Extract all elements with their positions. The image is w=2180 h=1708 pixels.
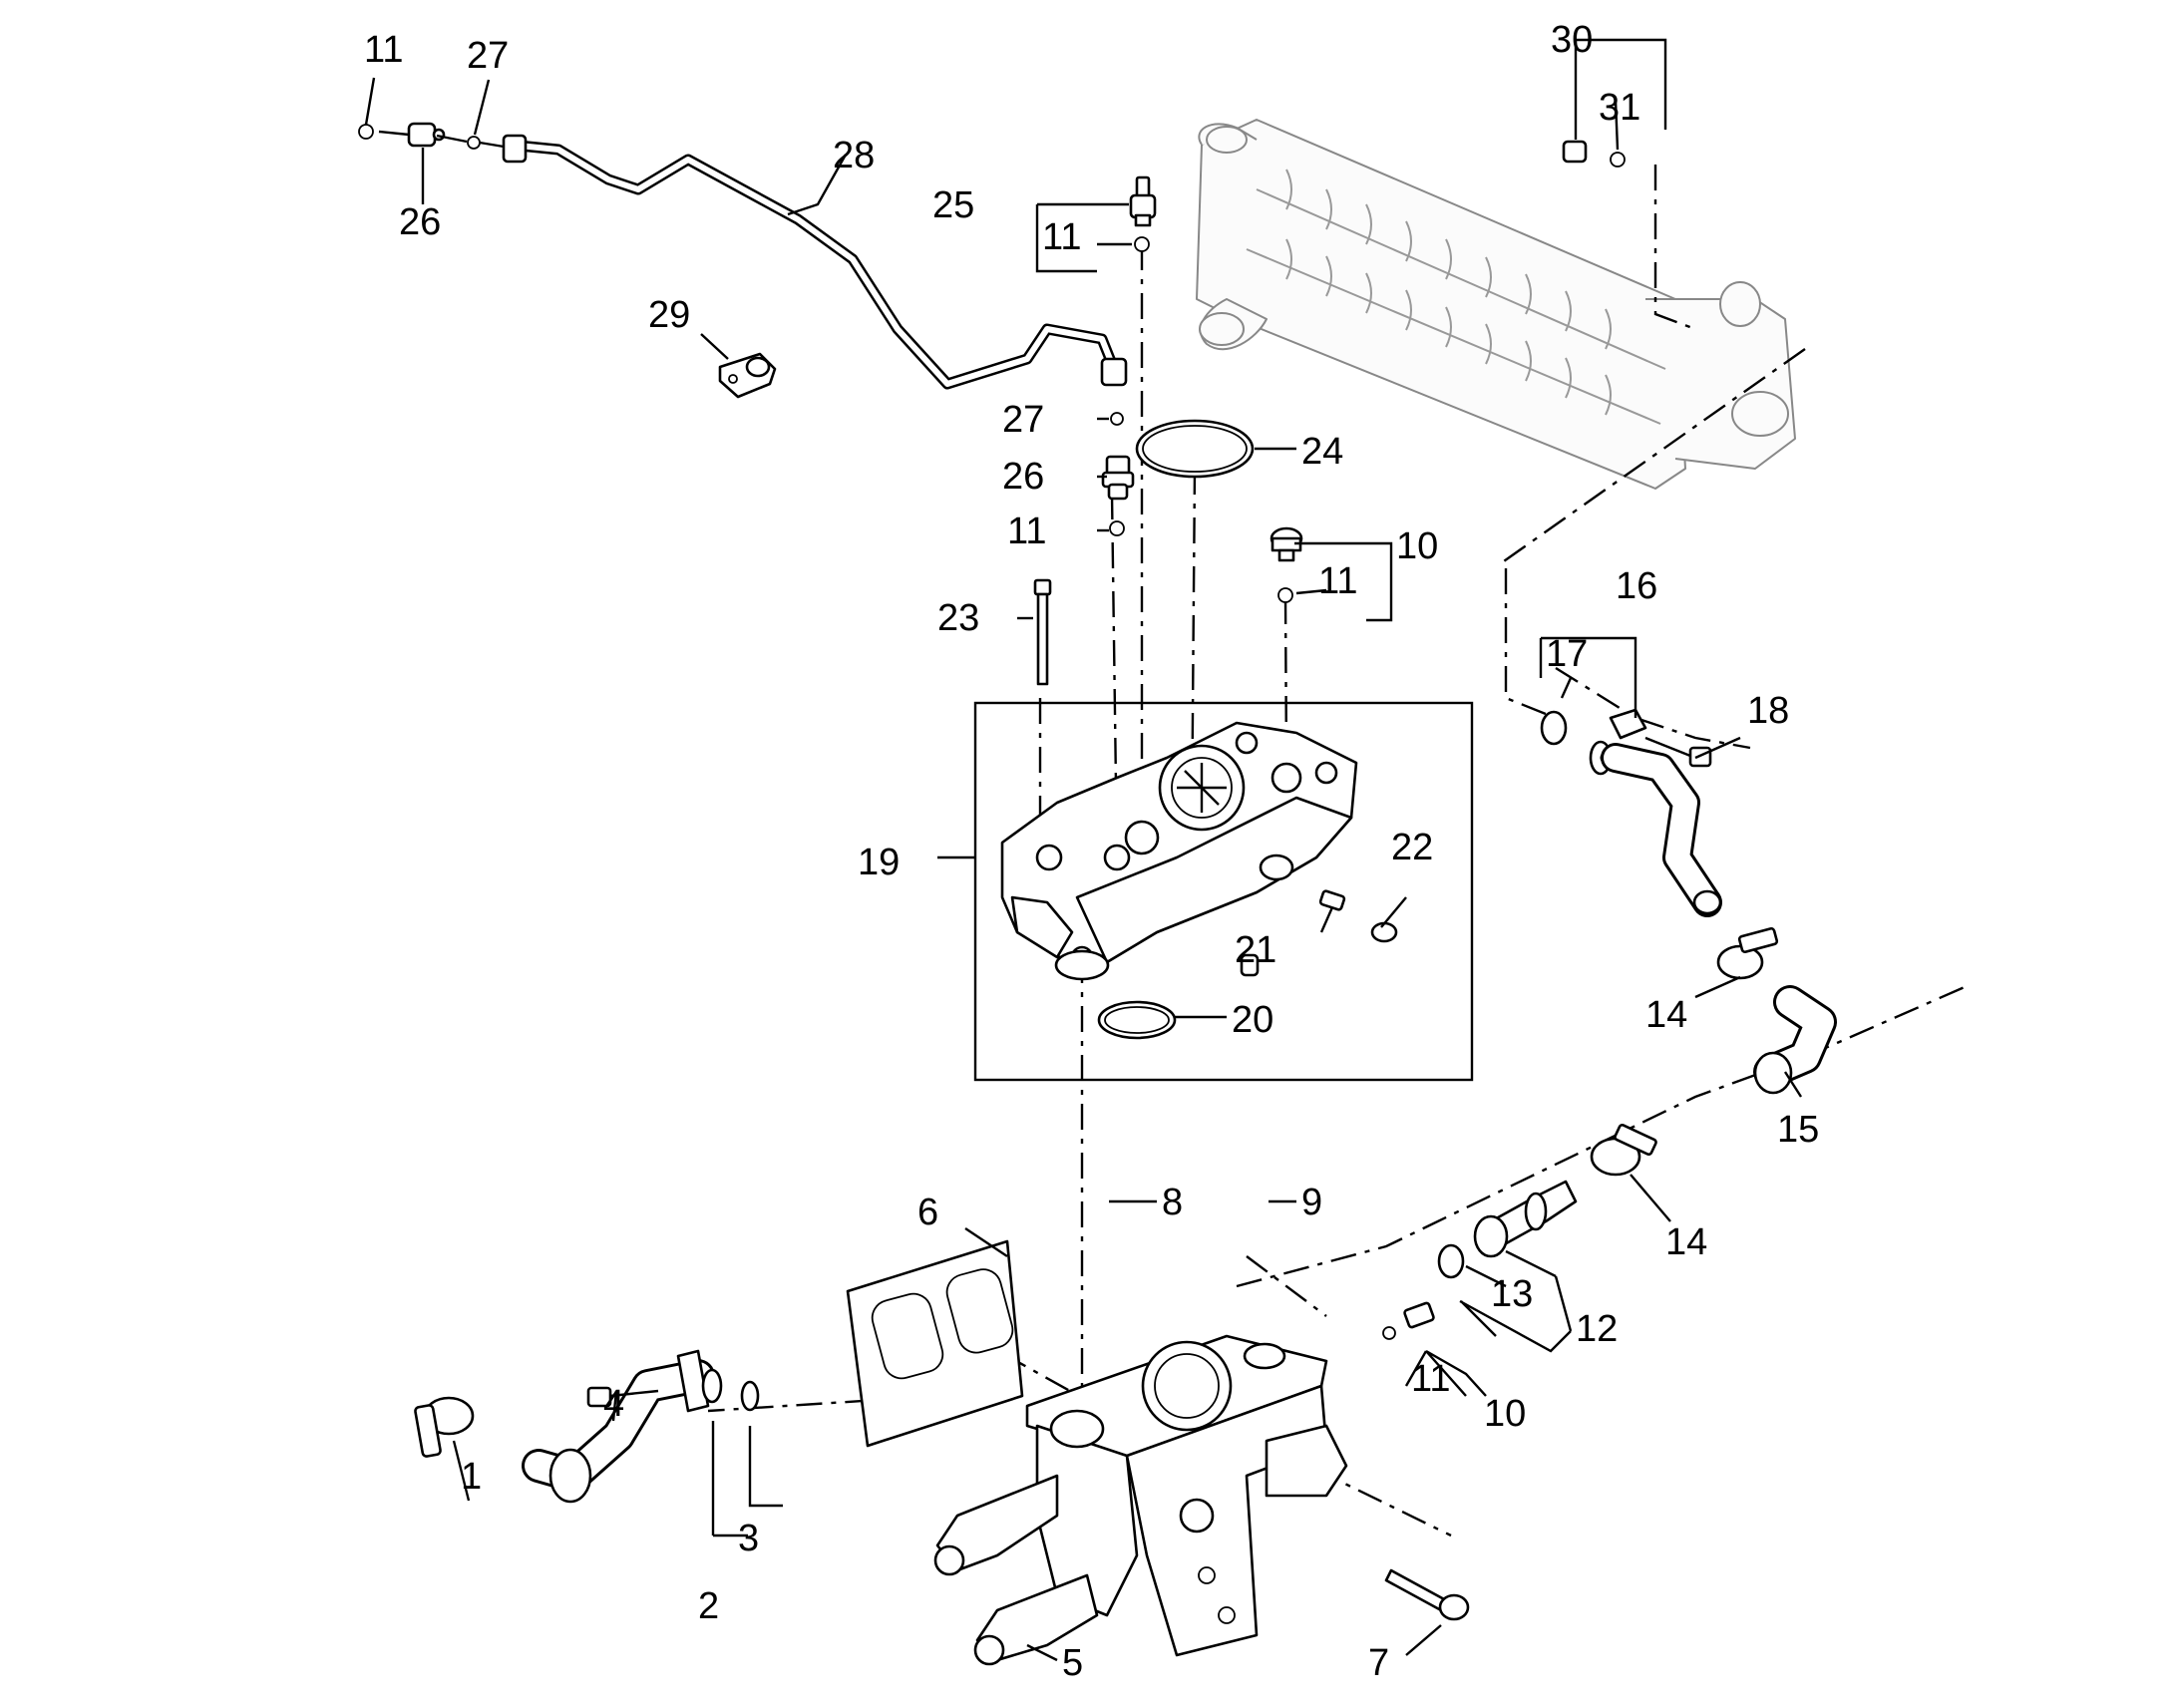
pipe-16 [1589,708,1722,917]
callout-5: 5 [1062,1642,1083,1684]
callout-25: 25 [932,184,974,226]
bolt-7 [1384,1568,1470,1621]
callout-20: 20 [1232,999,1273,1041]
callout-12: 12 [1576,1308,1618,1350]
callout-19: 19 [858,842,900,883]
washer-27-c [1110,412,1124,426]
callout-31: 31 [1599,87,1640,129]
egr-cooler-ghost [1196,119,1796,490]
washer-11-c3 [1277,587,1293,603]
callout-4: 4 [603,1383,624,1425]
pipe-2 [522,1349,723,1504]
oring-13 [1437,1243,1465,1279]
callout-10-top: 10 [1396,525,1438,567]
main-bracket [933,1334,1348,1666]
plug-9 [1240,953,1260,977]
plug-30 [1562,140,1588,164]
callout-10-lower: 10 [1484,1393,1526,1435]
assembly-box-19 [973,701,1474,1082]
pipe-nut-right [1100,357,1128,387]
callout-14-upper: 14 [1645,994,1687,1036]
callout-11-lower: 11 [1411,1358,1450,1400]
callout-11-c2: 11 [1007,511,1046,552]
washer-11-top [358,124,374,140]
callout-18: 18 [1747,690,1789,732]
callout-26-center: 26 [1002,456,1044,498]
pipe-28 [502,134,1128,390]
plug-10-lower [1403,1301,1435,1329]
callout-28: 28 [833,135,875,176]
callout-2: 2 [698,1585,719,1627]
callout-3: 3 [738,1518,759,1559]
gasket-6 [846,1239,1024,1448]
bolt-23 [1033,578,1052,686]
callout-11-c3: 11 [1318,560,1357,602]
callout-23: 23 [937,597,979,639]
callout-6: 6 [917,1192,938,1233]
fittings-top-left [358,122,505,150]
callout-16: 16 [1616,565,1657,607]
hose-15 [1753,985,1837,1095]
bolt-4 [586,1386,659,1408]
plug-10-top [1270,526,1303,562]
callout-8: 8 [1162,1182,1183,1223]
washer-11-c1 [1134,236,1150,252]
callout-1: 1 [461,1456,482,1498]
thermostat-housing [1000,721,1358,969]
washer-27-top [467,136,481,150]
washer-11-lower [1382,1326,1396,1340]
callout-21: 21 [1235,929,1276,971]
washer-22 [1370,921,1398,943]
clamp-14-lower [1590,1123,1657,1177]
oring-3 [740,1380,760,1412]
callout-14-lower: 14 [1665,1221,1707,1263]
fitting-12 [1473,1180,1578,1258]
union-26-top [407,122,437,148]
callout-24: 24 [1301,431,1343,473]
callout-9: 9 [1301,1182,1322,1223]
callout-labels: 1 2 3 4 5 6 7 8 9 10 10 11 11 11 11 11 1… [364,19,1819,1684]
callout-15: 15 [1777,1109,1819,1151]
oring-8-ring [1054,949,1110,981]
clamp-14-upper [1716,926,1779,980]
fitting-25 [1129,175,1157,227]
callout-7: 7 [1368,1642,1389,1684]
leader-lines [364,38,1803,1662]
callout-27-topleft: 27 [467,35,509,77]
callout-30: 30 [1551,19,1593,61]
clip-29 [718,352,777,399]
callout-26-topleft: 26 [399,201,441,243]
oring-17 [1540,710,1568,746]
callout-11-topleft: 11 [364,29,403,71]
callout-13: 13 [1491,1273,1533,1315]
washer-31 [1610,152,1626,168]
callout-11-c1: 11 [1042,216,1081,258]
clamp-1 [414,1396,475,1458]
callout-22: 22 [1391,827,1433,868]
pipe-nut-left [502,134,528,164]
washer-11-c2 [1109,520,1125,536]
union-26-c [1101,455,1135,501]
callout-29: 29 [648,294,690,336]
fitting-21 [1318,889,1346,911]
callout-27-center: 27 [1002,399,1044,441]
callout-17: 17 [1546,633,1588,675]
cooler-fins [1285,169,1612,416]
